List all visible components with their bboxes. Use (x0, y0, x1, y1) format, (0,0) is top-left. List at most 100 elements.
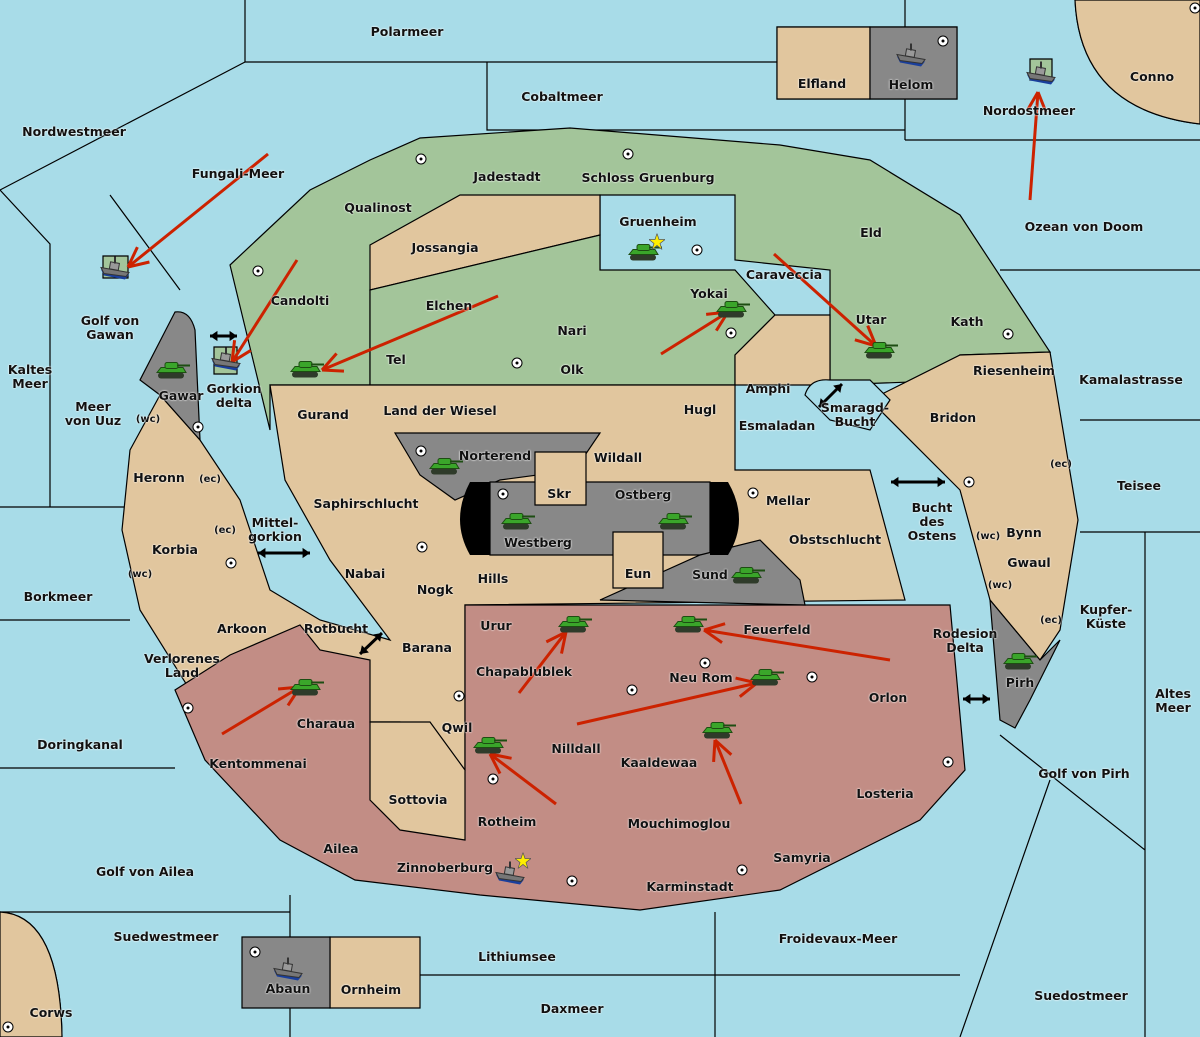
territory-golf-von-pirh[interactable]: Golf von Pirh (1038, 766, 1130, 781)
territory-teisee[interactable]: Teisee (1116, 478, 1162, 493)
territory-ostberg[interactable]: Ostberg (614, 487, 672, 502)
territory-zinnoberburg[interactable]: Zinnoberburg (396, 860, 494, 875)
territory-froidevaux-meer[interactable]: Froidevaux-Meer (778, 931, 898, 946)
territory-suedwestmeer[interactable]: Suedwestmeer (113, 929, 219, 944)
territory-suedostmeer[interactable]: Suedostmeer (1034, 988, 1128, 1003)
territory-neu-rom[interactable]: Neu Rom (669, 670, 733, 685)
territory-orlon[interactable]: Orlon (868, 690, 908, 705)
army-unit-icon[interactable] (701, 720, 737, 747)
army-unit-icon[interactable] (863, 340, 899, 367)
army-unit-icon[interactable] (627, 233, 665, 269)
fleet-unit-icon[interactable] (271, 957, 305, 988)
territory-nilldall[interactable]: Nilldall (551, 741, 601, 756)
territory-qwil[interactable]: Qwil (441, 720, 473, 735)
territory-daxmeer[interactable]: Daxmeer (540, 1001, 604, 1016)
army-unit-icon[interactable] (289, 677, 325, 704)
territory-land-der-wiesel[interactable]: Land der Wiesel (383, 403, 497, 418)
army-unit-icon[interactable] (289, 359, 325, 386)
territory-westberg[interactable]: Westberg (504, 535, 572, 550)
territory-eun[interactable]: Eun (624, 566, 652, 581)
territory-gorkion-delta[interactable]: Gorkion delta (206, 381, 262, 410)
territory-corws[interactable]: Corws (29, 1005, 73, 1020)
territory-sottovia[interactable]: Sottovia (388, 792, 448, 807)
territory-doringkanal[interactable]: Doringkanal (37, 737, 123, 752)
fleet-unit-icon[interactable] (493, 852, 531, 892)
territory-elchen[interactable]: Elchen (425, 298, 473, 313)
territory-ailea[interactable]: Ailea (323, 841, 359, 856)
fleet-unit-icon[interactable] (98, 256, 132, 287)
territory-verlorenes-land[interactable]: Verlorenes Land (144, 651, 220, 680)
territory-chapablublek[interactable]: Chapablublek (475, 664, 573, 679)
army-unit-icon[interactable] (557, 614, 593, 641)
army-unit-icon[interactable] (500, 511, 536, 538)
territory-candolti[interactable]: Candolti (270, 293, 330, 308)
territory-fungali-meer[interactable]: Fungali-Meer (191, 166, 285, 181)
territory-hugl[interactable]: Hugl (683, 402, 717, 417)
army-unit-icon[interactable] (672, 614, 708, 641)
territory-smaragd-bucht[interactable]: Smaragd- Bucht (820, 400, 890, 429)
territory-riesenheim[interactable]: Riesenheim (973, 363, 1055, 378)
territory-kamalastrasse[interactable]: Kamalastrasse (1079, 372, 1183, 387)
territory-jossangia[interactable]: Jossangia (411, 240, 479, 255)
territory-urur[interactable]: Urur (480, 618, 512, 633)
territory-kath[interactable]: Kath (950, 314, 984, 329)
army-unit-icon[interactable] (428, 456, 464, 483)
territory-korbia[interactable]: Korbia (152, 542, 198, 557)
territory-nari[interactable]: Nari (557, 323, 587, 338)
territory-kentommenai[interactable]: Kentommenai (209, 756, 307, 771)
territory-cobaltmeer[interactable]: Cobaltmeer (521, 89, 603, 104)
territory-wildall[interactable]: Wildall (593, 450, 643, 465)
territory-barana[interactable]: Barana (402, 640, 452, 655)
territory-obstschlucht[interactable]: Obstschlucht (788, 532, 882, 547)
territory-conno[interactable]: Conno (1129, 69, 1175, 84)
territory-gurand[interactable]: Gurand (297, 407, 349, 422)
territory-rodesion-delta[interactable]: Rodesion Delta (932, 626, 998, 655)
territory-olk[interactable]: Olk (560, 362, 584, 377)
army-unit-icon[interactable] (1002, 651, 1038, 678)
territory-jadestadt[interactable]: Jadestadt (473, 169, 541, 184)
army-unit-icon[interactable] (657, 511, 693, 538)
territory-norterend[interactable]: Norterend (458, 448, 532, 463)
territory-gruenheim[interactable]: Gruenheim (619, 214, 697, 229)
territory-nabai[interactable]: Nabai (344, 566, 386, 581)
territory-rotbucht[interactable]: Rotbucht (303, 621, 369, 636)
territory-feuerfeld[interactable]: Feuerfeld (743, 622, 811, 637)
territory-rotheim[interactable]: Rotheim (477, 814, 537, 829)
territory-yokai[interactable]: Yokai (690, 286, 728, 301)
army-unit-icon[interactable] (472, 735, 508, 762)
territory-schloss-gruenburg[interactable]: Schloss Gruenburg (581, 170, 715, 185)
territory-eld[interactable]: Eld (860, 225, 882, 240)
territory-elfland[interactable]: Elfland (797, 76, 847, 91)
territory-losteria[interactable]: Losteria (856, 786, 914, 801)
territory-altes-meer[interactable]: Altes Meer (1155, 686, 1191, 715)
territory-samyria[interactable]: Samyria (773, 850, 831, 865)
fleet-unit-icon[interactable] (209, 347, 243, 378)
territory-skr[interactable]: Skr (547, 486, 571, 501)
territory-arkoon[interactable]: Arkoon (217, 621, 267, 636)
territory-bynn[interactable]: Bynn (1006, 525, 1042, 540)
territory-bridon[interactable]: Bridon (929, 410, 977, 425)
army-unit-icon[interactable] (730, 565, 766, 592)
territory-esmaladan[interactable]: Esmaladan (738, 418, 816, 433)
territory-hills[interactable]: Hills (477, 571, 509, 586)
territory-gawar[interactable]: Gawar (158, 388, 204, 403)
territory-helom[interactable]: Helom (888, 77, 934, 92)
territory-abaun[interactable]: Abaun (265, 981, 311, 996)
territory-mouchimoglou[interactable]: Mouchimoglou (627, 816, 731, 831)
fleet-unit-icon[interactable] (1024, 61, 1058, 92)
territory-borkmeer[interactable]: Borkmeer (23, 589, 93, 604)
fleet-unit-icon[interactable] (894, 43, 928, 74)
territory-tel[interactable]: Tel (386, 352, 406, 367)
territory-mittelgorkion[interactable]: Mittel- gorkion (248, 515, 302, 544)
army-unit-icon[interactable] (715, 299, 751, 326)
territory-gwaul[interactable]: Gwaul (1007, 555, 1051, 570)
territory-qualinost[interactable]: Qualinost (344, 200, 412, 215)
territory-golf-von-ailea[interactable]: Golf von Ailea (95, 864, 195, 879)
territory-caraveccia[interactable]: Caraveccia (745, 267, 823, 282)
army-unit-icon[interactable] (155, 360, 191, 387)
army-unit-icon[interactable] (749, 667, 785, 694)
territory-amphi[interactable]: Amphi (745, 381, 791, 396)
territory-ornheim[interactable]: Ornheim (340, 982, 402, 997)
territory-nogk[interactable]: Nogk (416, 582, 454, 597)
territory-meer-von-uuz[interactable]: Meer von Uuz (64, 399, 122, 428)
